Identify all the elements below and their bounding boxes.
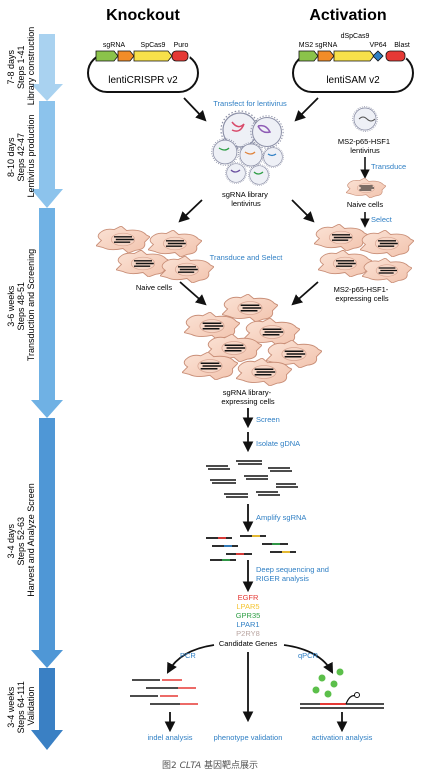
gene-lpar5: LPAR5 (236, 602, 259, 611)
plasmid-label-ms2-sgrna: MS2 sgRNA (299, 42, 338, 49)
screen-label: Screen (256, 415, 280, 424)
activation-header: Activation (309, 7, 386, 24)
deep-sequencing-label: Deep sequencing and RIGER analysis (256, 565, 331, 583)
gene-egfr: EGFR (238, 593, 259, 602)
sgrna-library-lentivirus-icon (211, 110, 284, 186)
library-expressing-cells (182, 294, 322, 386)
amplify-sgrna-label: Amplify sgRNA (256, 513, 306, 522)
activation-analysis-label: activation analysis (312, 733, 373, 742)
pcr-label: PCR (180, 651, 196, 660)
stage-timeline (31, 34, 63, 750)
transduce-label: Transduce (371, 162, 406, 171)
converge-arrows (179, 281, 319, 306)
plasmid-label-dspcas9: dSpCas9 (341, 33, 370, 40)
candidate-gene-list: EGFR LPAR5 GPR35 LPAR1 P2RY8 (236, 593, 261, 638)
ms2-lentivirus-icon (352, 106, 378, 132)
pcr-products (130, 679, 198, 705)
qpcr-illustration (300, 668, 384, 709)
transfect-label: Transfect for lentivirus (213, 99, 287, 108)
split-arrows (178, 199, 315, 223)
phenotype-validation-label: phenotype validation (214, 733, 283, 742)
lentisam-plasmid: MS2 sgRNA dSpCas9 VP64 Blast lentiSAM v2 (292, 33, 414, 93)
isolate-gdna-label: Isolate gDNA (256, 439, 300, 448)
plasmid-name-left: lentiCRISPR v2 (108, 75, 178, 86)
gene-lpar1: LPAR1 (236, 620, 259, 629)
plasmid-label-blast: Blast (394, 42, 410, 49)
plasmid-name-right: lentiSAM v2 (326, 75, 380, 86)
ms2-expressing-cells-label: MS2-p65-HSF1- expressing cells (334, 285, 391, 303)
indel-analysis-label: indel analysis (147, 733, 192, 742)
library-expressing-cells-label: sgRNA library- expressing cells (221, 388, 275, 406)
figure-caption: 图2 CLTA 基因靶点展示 (162, 759, 258, 771)
sgrna-library-lentivirus-label: sgRNA library lentivirus (222, 190, 270, 208)
stage-label-3: 3-6 weeks Steps 48-51 Transduction and S… (6, 249, 36, 361)
naive-cells-left (96, 226, 214, 283)
stage-label-1: 7-8 days Steps 1-41 Library construction (6, 27, 36, 106)
plasmid-label-vp64: VP64 (369, 42, 386, 49)
knockout-header: Knockout (106, 7, 180, 24)
ms2-expressing-cells (314, 224, 414, 283)
stage-label-4: 3-4 days Steps 52-63 Harvest and Analyze… (6, 483, 36, 597)
candidate-genes-label: Candidate Genes (219, 639, 278, 648)
transduce-select-label: Transduce and Select (210, 253, 284, 262)
naive-cells-left-label: Naive cells (136, 283, 173, 292)
qpcr-label: qPCR (298, 651, 319, 660)
gene-p2ry8: P2RY8 (236, 629, 260, 638)
ms2-lentivirus-label: MS2-p65-HSF1 lentivirus (338, 137, 392, 155)
validation-arrows (164, 644, 348, 733)
naive-cells-right-label: Naive cells (347, 200, 384, 209)
stage-label-2: 8-10 days Steps 42-47 Lentivirus product… (6, 114, 36, 197)
plasmid-label-spcas9: SpCas9 (141, 42, 166, 49)
select-label: Select (371, 215, 393, 224)
plasmid-label-puro: Puro (174, 42, 189, 49)
plasmid-label-sgrna: sgRNA (103, 42, 126, 49)
sgrna-amplicons (206, 535, 296, 561)
stage-label-5: 3-4 weeks Steps 64-111 Validation (6, 679, 36, 734)
plasmid-arrows (183, 97, 319, 122)
gdna-fragments (206, 460, 298, 498)
lenticrispr-plasmid: sgRNA SpCas9 Puro lentiCRISPR v2 (87, 42, 199, 93)
naive-cell-right (346, 178, 386, 198)
gene-gpr35: GPR35 (236, 611, 261, 620)
